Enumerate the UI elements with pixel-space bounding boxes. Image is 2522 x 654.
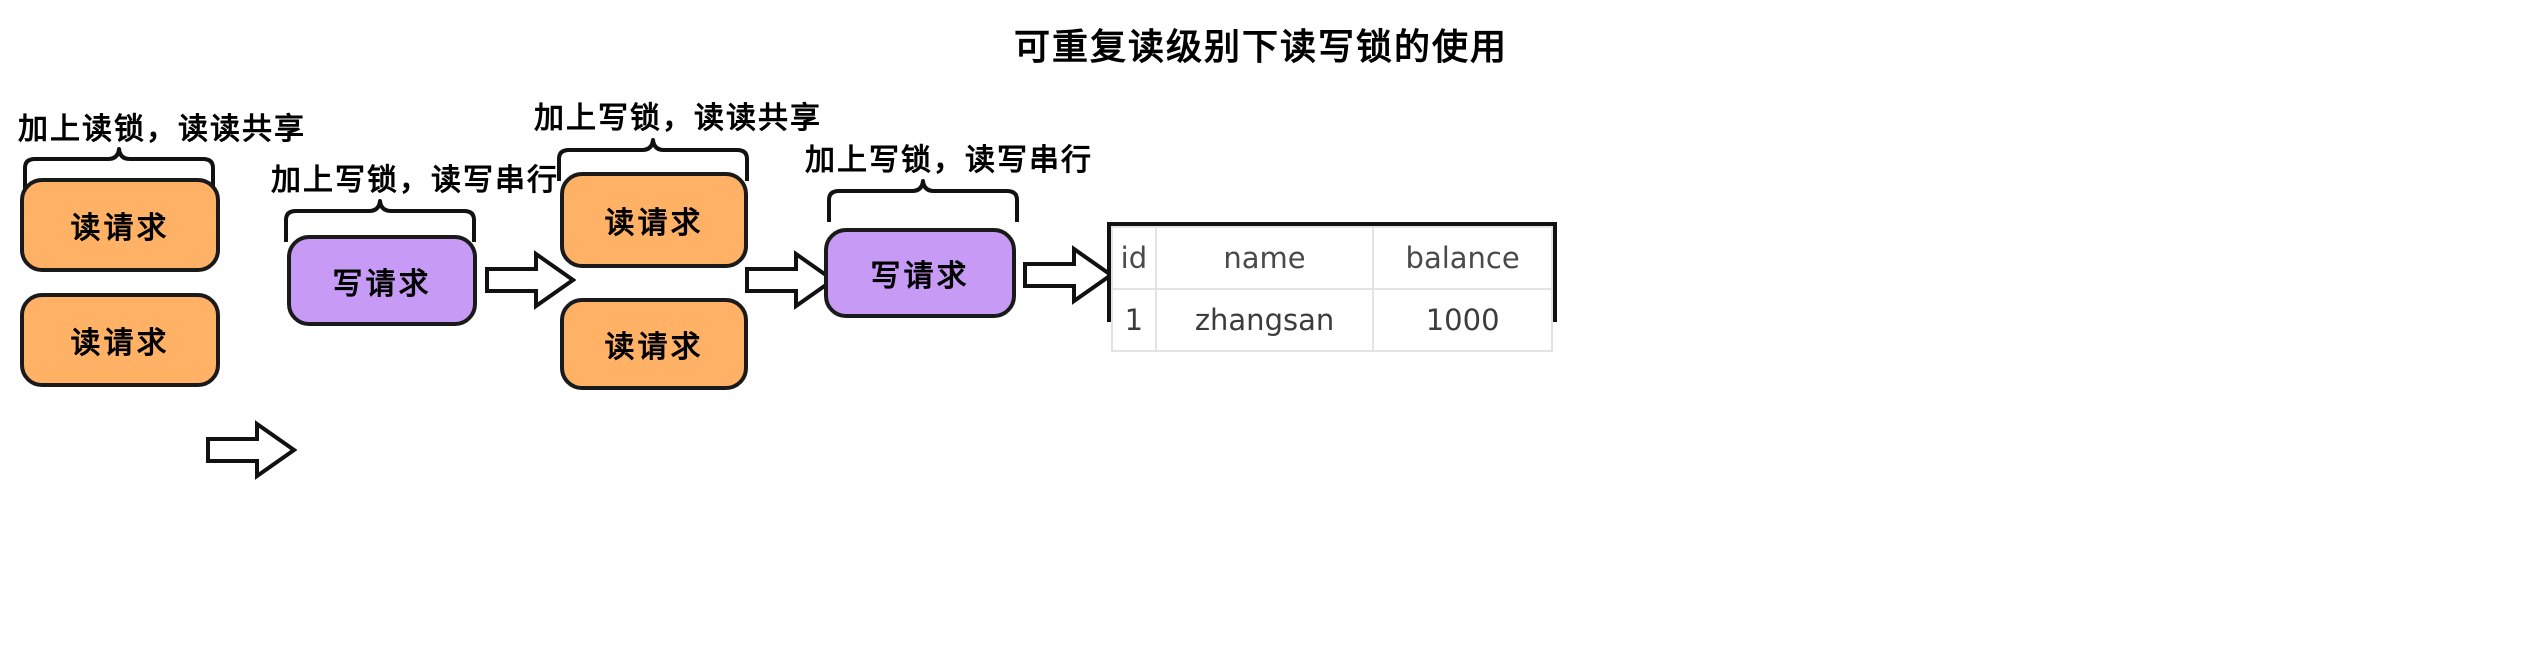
diagram-title: 可重复读级别下读写锁的使用 <box>1013 27 1508 68</box>
group-1-brace <box>22 146 218 190</box>
record-table: id name balance 1 zhangsan 1000 <box>1107 222 1557 352</box>
group-1-box-1[interactable]: 读请求 <box>20 178 220 272</box>
table-cell-id: 1 <box>1111 288 1157 352</box>
group-3-box-2[interactable]: 读请求 <box>560 298 748 390</box>
group-4-brace <box>826 178 1022 222</box>
group-2-box-1[interactable]: 写请求 <box>287 235 477 326</box>
group-4-label: 加上写锁，读写串行 <box>805 143 1093 178</box>
table-header-row: id name balance <box>1111 226 1553 290</box>
table-header-name: name <box>1154 226 1375 290</box>
arrow-1-icon <box>205 420 297 480</box>
group-1-label: 加上读锁，读读共享 <box>18 112 306 147</box>
table-row: 1 zhangsan 1000 <box>1111 288 1553 352</box>
table-header-id: id <box>1111 226 1157 290</box>
table-cell-balance: 1000 <box>1372 288 1553 352</box>
group-1-box-2[interactable]: 读请求 <box>20 293 220 387</box>
arrow-3-icon <box>744 250 836 310</box>
arrow-2-icon <box>484 250 576 310</box>
group-3-label: 加上写锁，读读共享 <box>534 101 822 136</box>
group-2-label: 加上写锁，读写串行 <box>271 163 559 198</box>
table-cell-name: zhangsan <box>1154 288 1375 352</box>
group-3-brace <box>556 137 752 181</box>
group-3-box-1[interactable]: 读请求 <box>560 172 748 268</box>
group-4-box-1[interactable]: 写请求 <box>824 228 1016 318</box>
group-2-brace <box>283 198 479 242</box>
table-header-balance: balance <box>1372 226 1553 290</box>
arrow-4-icon <box>1022 245 1114 305</box>
